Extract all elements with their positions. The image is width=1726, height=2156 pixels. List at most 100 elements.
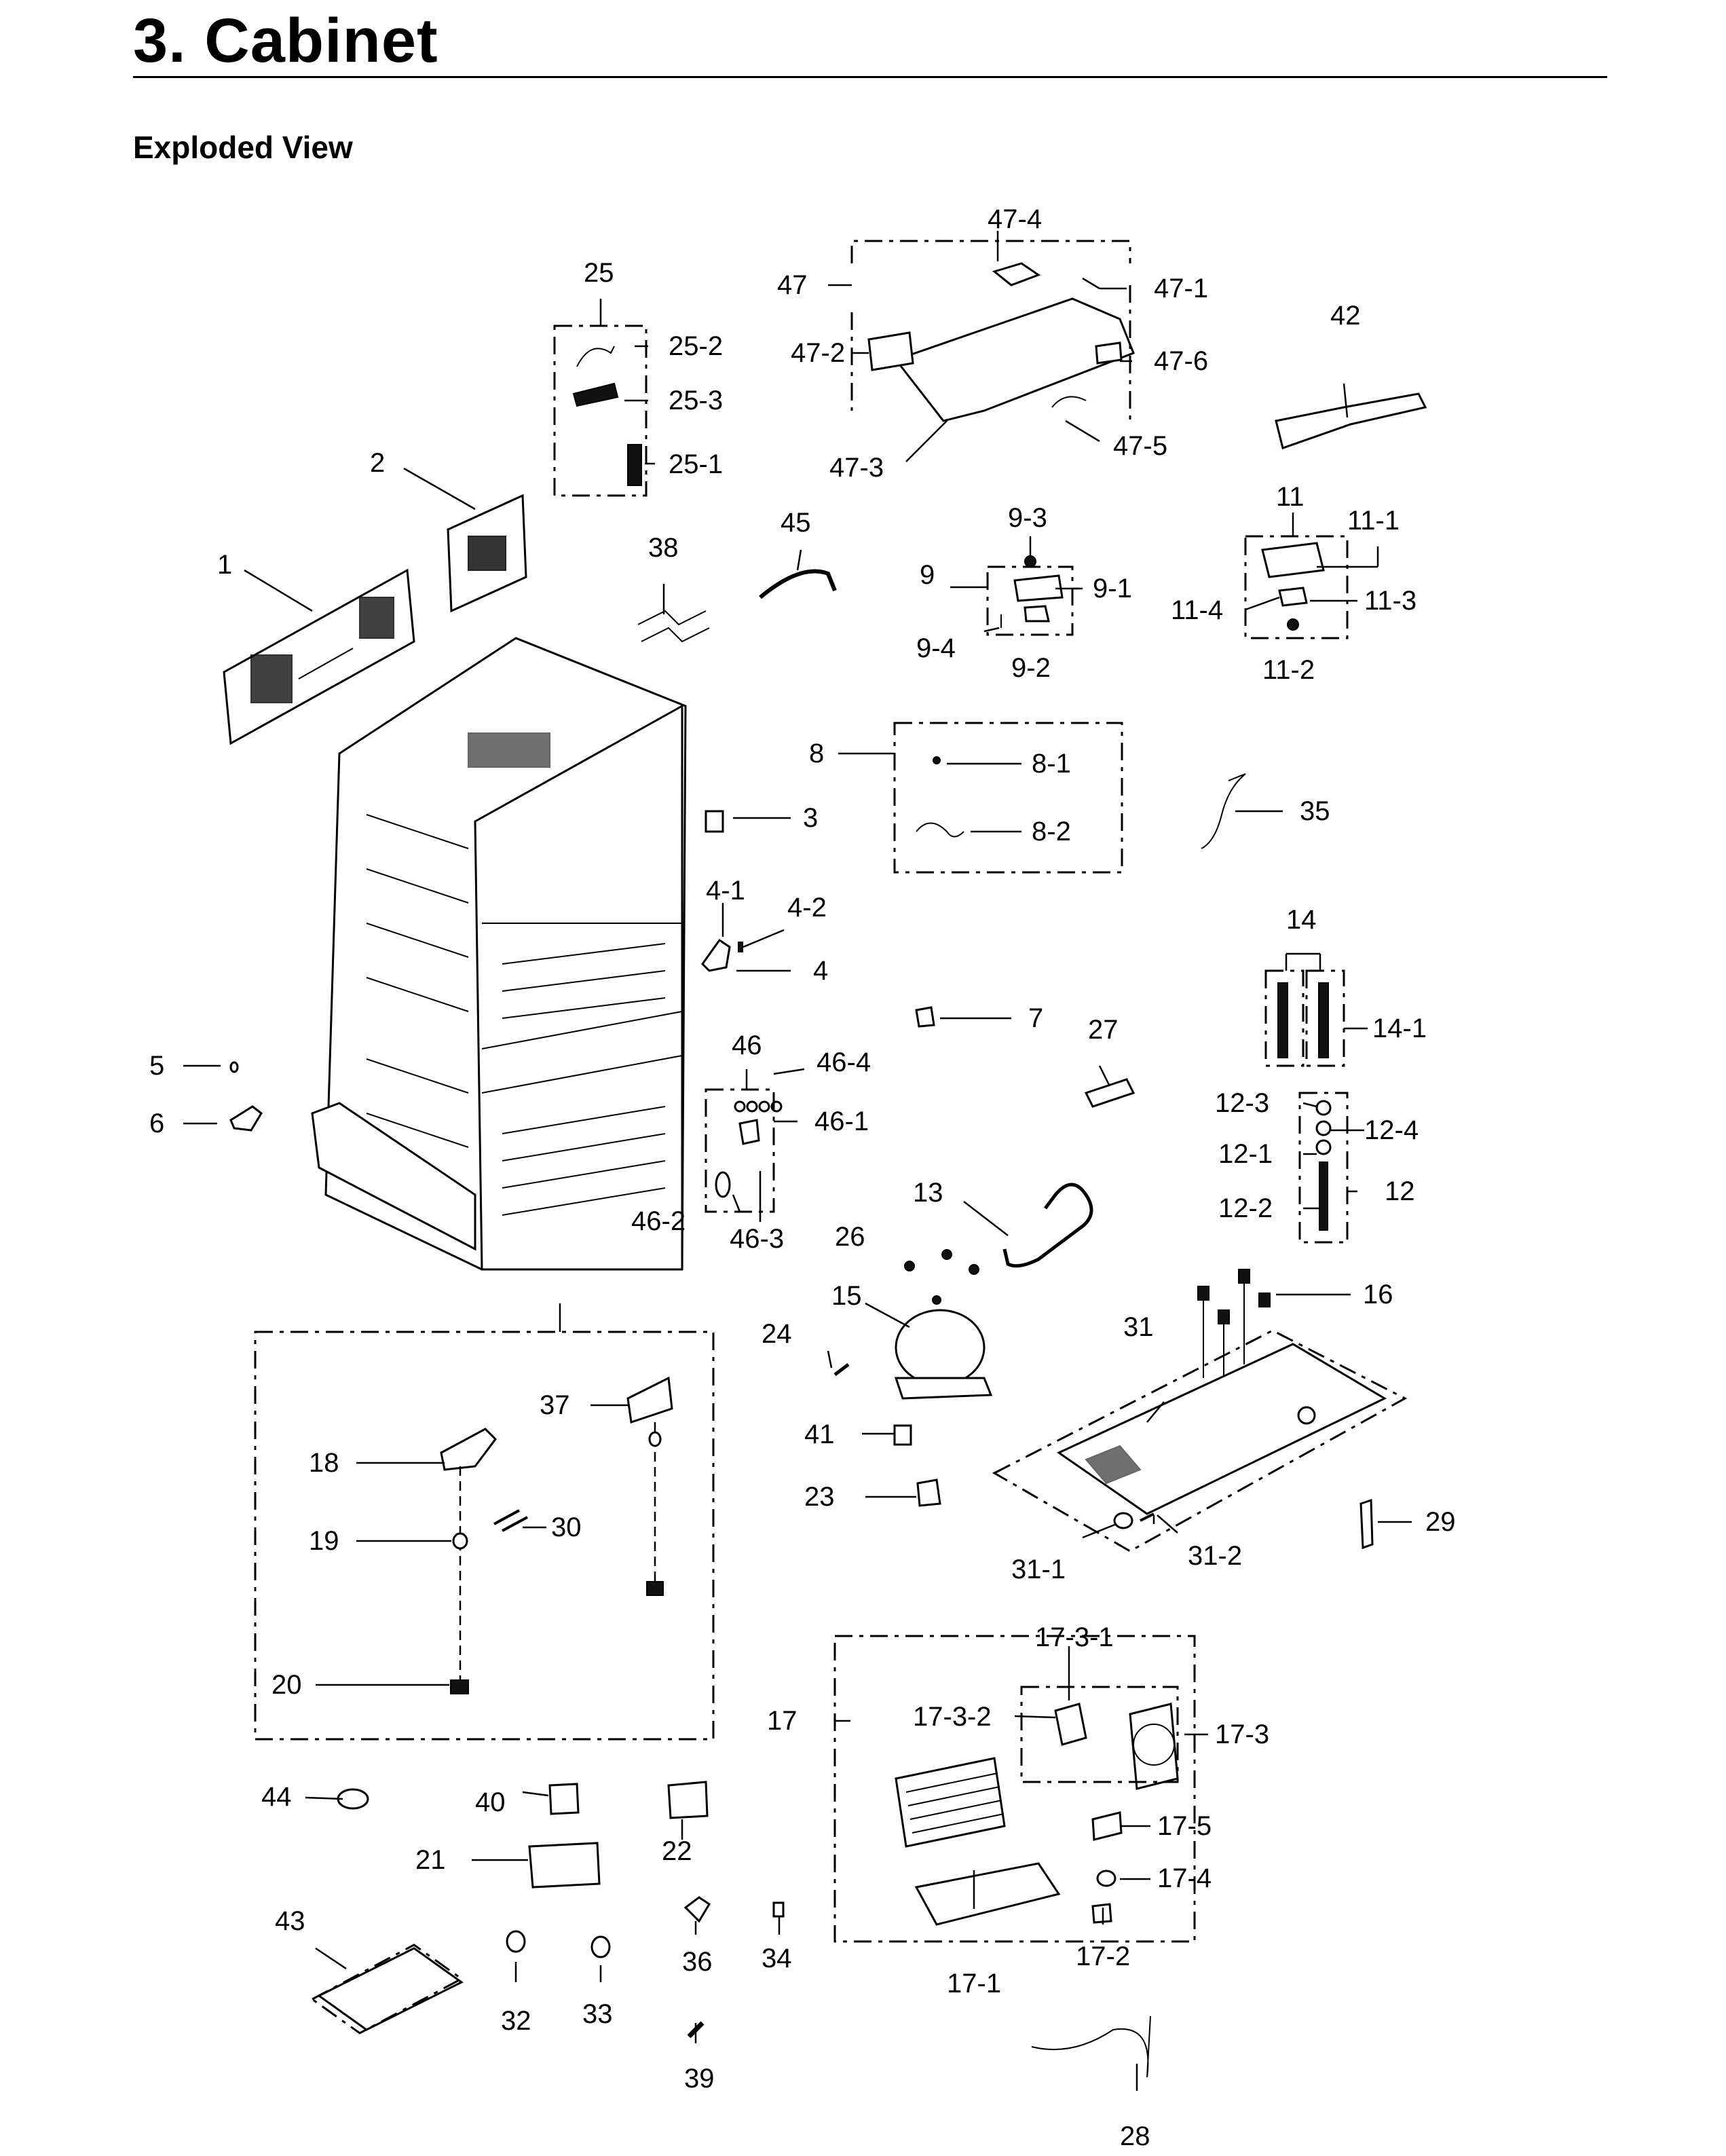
part-13-tube (1002, 1183, 1093, 1268)
callout-20: 20 (271, 1670, 302, 1700)
callout-1: 1 (217, 550, 232, 580)
callout-6: 6 (149, 1109, 164, 1138)
callout-18: 18 (309, 1448, 339, 1478)
callout-5: 5 (149, 1051, 164, 1081)
part-1-rear-cover (223, 568, 415, 745)
callout-27: 27 (1088, 1015, 1119, 1045)
part-38-bracket (637, 610, 710, 643)
part-5 (229, 1061, 239, 1073)
callout-46: 46 (732, 1030, 762, 1060)
callout-8: 8 (809, 739, 824, 768)
group-boxes (254, 240, 1408, 2034)
callout-14: 14 (1286, 905, 1317, 935)
callout-35: 35 (1300, 796, 1330, 826)
callout-23: 23 (804, 1482, 835, 1512)
callout-12-1: 12-1 (1218, 1139, 1273, 1169)
callout-40: 40 (475, 1787, 506, 1817)
cabinet-body (311, 637, 687, 1271)
callout-46-3: 46-3 (730, 1224, 784, 1254)
callout-36: 36 (682, 1947, 713, 1977)
callout-34: 34 (762, 1944, 792, 1973)
callout-11-3: 11-3 (1364, 586, 1417, 616)
callout-17-5: 17-5 (1157, 1811, 1212, 1841)
callout-32: 32 (501, 2006, 531, 2036)
part-2-plate (447, 494, 527, 613)
part-4-bracket (701, 938, 743, 972)
callout-30: 30 (551, 1512, 582, 1542)
part-23 (916, 1479, 941, 1507)
callout-8-2: 8-2 (1032, 817, 1071, 847)
callout-47-1: 47-1 (1154, 274, 1208, 303)
callout-9-1: 9-1 (1093, 574, 1132, 603)
callout-labels: 1 2 3 4 4-1 4-2 5 6 7 8 8-1 8-2 9 9-1 9-… (149, 204, 1456, 2151)
part-47-top-cover (867, 262, 1135, 422)
part-28-harness (1031, 2015, 1151, 2078)
callout-28: 28 (1120, 2121, 1150, 2151)
callout-37: 37 (540, 1390, 570, 1420)
callout-12-3: 12-3 (1215, 1088, 1269, 1118)
callout-3: 3 (803, 803, 818, 833)
callout-12: 12 (1385, 1176, 1415, 1206)
callout-25: 25 (584, 258, 614, 288)
part-41 (893, 1424, 912, 1446)
part-27-sensor (1084, 1078, 1136, 1108)
part-40-board (548, 1783, 580, 1815)
part-35-power-cord (1201, 773, 1246, 849)
callout-9-3: 9-3 (1008, 503, 1047, 533)
part-16-grommets (1197, 1269, 1271, 1388)
callout-29: 29 (1425, 1507, 1456, 1537)
callout-11-2: 11-2 (1262, 655, 1315, 685)
callout-47-4: 47-4 (988, 204, 1042, 234)
part-31-base-plate (1056, 1343, 1387, 1529)
callout-24: 24 (762, 1319, 792, 1349)
callout-2: 2 (370, 448, 385, 478)
part-42-duct (1275, 392, 1427, 449)
callout-9: 9 (920, 560, 935, 590)
callout-19: 19 (309, 1526, 339, 1556)
title-rule (133, 76, 1607, 78)
callout-11: 11 (1276, 482, 1305, 512)
part-43-tray (317, 1947, 464, 2031)
part-37-bracket (626, 1376, 673, 1596)
callout-9-2: 9-2 (1011, 653, 1051, 683)
callout-4-2: 4-2 (787, 893, 827, 923)
part-12-pin-stack (1315, 1100, 1332, 1231)
callout-46-2: 46-2 (631, 1206, 686, 1236)
part-24-pin (833, 1363, 850, 1376)
part-6 (229, 1105, 263, 1132)
callout-14-1: 14-1 (1372, 1014, 1427, 1043)
callout-17-3-1: 17-3-1 (1035, 1622, 1114, 1652)
callout-38: 38 (648, 533, 679, 563)
callout-25-3: 25-3 (669, 386, 723, 415)
part-26-screws (904, 1249, 979, 1275)
part-30-pins (493, 1509, 528, 1532)
callout-8-1: 8-1 (1032, 749, 1071, 779)
part-36-valve (683, 1896, 711, 1923)
callout-47-3: 47-3 (829, 453, 884, 483)
callout-25-1: 25-1 (669, 449, 723, 479)
callout-44: 44 (261, 1782, 292, 1812)
callout-22: 22 (662, 1836, 692, 1866)
part-32-roller (506, 1930, 526, 1953)
part-45-handle (759, 569, 837, 599)
callout-7: 7 (1028, 1003, 1043, 1033)
callout-47-6: 47-6 (1154, 346, 1208, 376)
part-8-group (916, 756, 964, 838)
callout-25-2: 25-2 (669, 331, 723, 361)
callout-47-2: 47-2 (791, 338, 845, 368)
callout-17: 17 (767, 1706, 798, 1736)
callout-13: 13 (913, 1178, 943, 1208)
callout-46-1: 46-1 (814, 1107, 869, 1136)
part-22-board (667, 1781, 709, 1819)
callout-45: 45 (781, 508, 811, 538)
part-14-springs (1277, 982, 1329, 1058)
section-title: Exploded View (133, 130, 353, 165)
callout-21: 21 (415, 1845, 446, 1875)
callout-47: 47 (777, 270, 808, 300)
callout-43: 43 (275, 1906, 305, 1936)
callout-31-2: 31-2 (1188, 1541, 1242, 1571)
callout-17-3: 17-3 (1215, 1720, 1269, 1749)
callout-17-4: 17-4 (1157, 1863, 1212, 1893)
part-18-19-20 (440, 1428, 497, 1694)
